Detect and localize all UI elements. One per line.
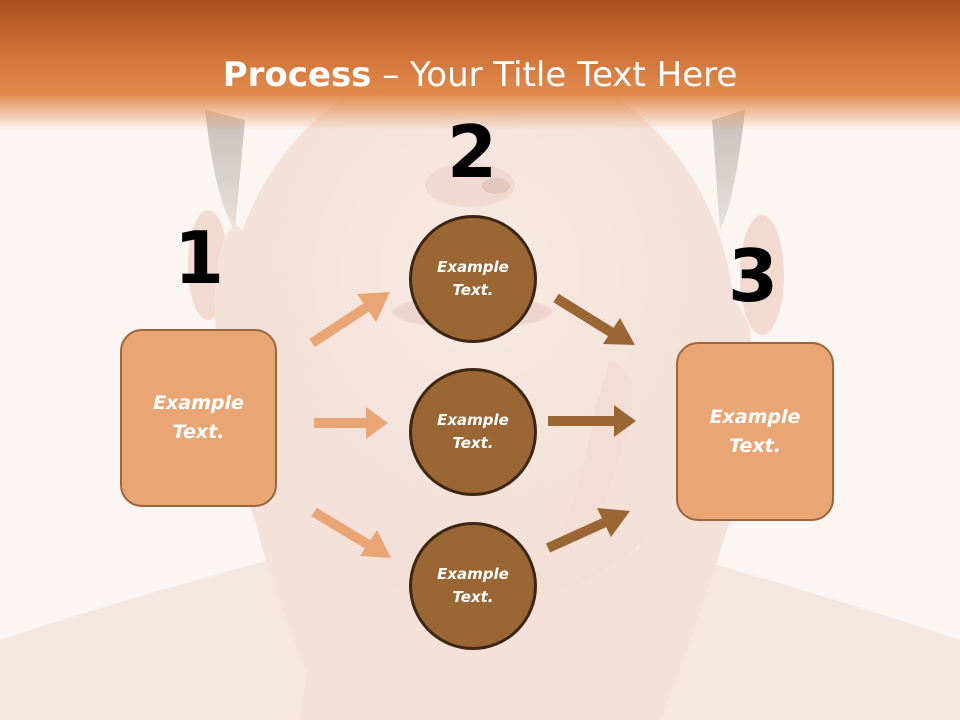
arrow-bottom-to-right: [545, 508, 630, 553]
circle-middle-text: Example Text.: [437, 411, 509, 452]
arrow-left-to-middle: [314, 407, 388, 439]
step-number-3: 3: [727, 234, 779, 318]
step-number-2: 2: [446, 110, 498, 194]
circle-top-text: Example Text.: [437, 258, 509, 299]
process-circle-bottom: Example Text.: [409, 522, 537, 650]
right-process-box: Example Text.: [676, 342, 834, 521]
slide-title: Process – Your Title Text Here: [0, 52, 960, 98]
circle-bottom-text: Example Text.: [437, 565, 509, 606]
process-circle-middle: Example Text.: [409, 368, 537, 496]
process-circle-top: Example Text.: [409, 215, 537, 343]
step-number-1: 1: [173, 216, 225, 300]
arrow-left-to-bottom: [311, 507, 391, 558]
arrow-middle-to-right: [548, 405, 636, 437]
left-box-text: Example Text.: [153, 392, 244, 443]
right-box-text: Example Text.: [709, 405, 801, 457]
title-band: [0, 0, 960, 130]
left-process-box: Example Text.: [120, 329, 277, 507]
arrow-top-to-right: [553, 293, 635, 345]
arrow-left-to-top: [309, 292, 390, 348]
title-bold: Process: [222, 55, 372, 95]
title-rest: – Your Title Text Here: [371, 55, 738, 95]
